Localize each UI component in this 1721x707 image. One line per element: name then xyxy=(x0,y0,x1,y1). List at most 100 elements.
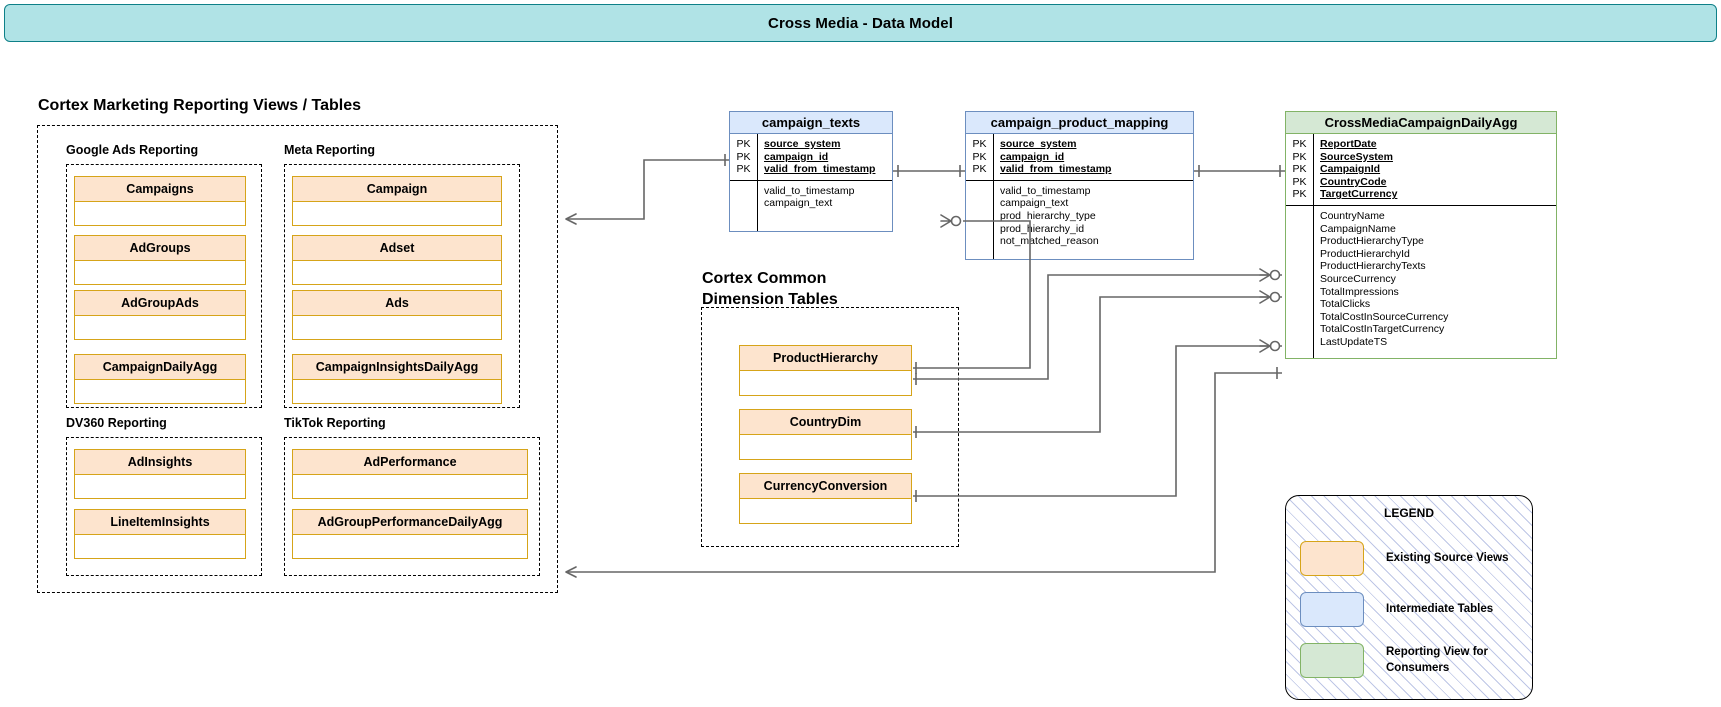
source-table-adinsights[interactable]: AdInsights xyxy=(74,449,246,499)
er-key: PK xyxy=(1292,138,1307,150)
er-field-column: valid_to_timestamp campaign_text prod_hi… xyxy=(994,181,1193,259)
er-field-column: ReportDate SourceSystem CampaignId Count… xyxy=(1314,134,1556,205)
arrowhead-left-sources-bottom xyxy=(565,566,577,578)
source-table-ads[interactable]: Ads xyxy=(292,290,502,340)
crowfoot-xm-2 xyxy=(1259,290,1271,304)
connector-producthierarchy-to-crossmedia xyxy=(913,274,1282,380)
crowfoot-circle-xm-2 xyxy=(1269,291,1281,303)
source-table-adset[interactable]: Adset xyxy=(292,235,502,285)
legend-swatch-green xyxy=(1300,643,1364,678)
source-table-title: CampaignDailyAgg xyxy=(75,355,245,380)
source-table-body xyxy=(75,535,245,560)
dimension-table-countrydim[interactable]: CountryDim xyxy=(739,409,912,460)
source-table-lineiteminsights[interactable]: LineItemInsights xyxy=(74,509,246,559)
source-table-body xyxy=(293,475,527,500)
er-pk-field: source_system xyxy=(764,138,841,150)
er-field: TotalClicks xyxy=(1320,298,1371,311)
crowfoot-circle-mapping xyxy=(950,215,962,227)
reporting-section-heading: Cortex Marketing Reporting Views / Table… xyxy=(38,97,362,114)
source-table-title: LineItemInsights xyxy=(75,510,245,535)
source-table-title: Ads xyxy=(293,291,501,316)
er-table-title: CrossMediaCampaignDailyAgg xyxy=(1286,112,1556,134)
er-pk-field: campaign_id xyxy=(764,150,829,163)
er-key: PK xyxy=(972,163,987,176)
source-table-title: Adset xyxy=(293,236,501,261)
er-field: ProductHierarchyType xyxy=(1320,235,1424,248)
er-pk-field: TargetCurrency xyxy=(1320,188,1398,201)
source-table-body xyxy=(75,316,245,341)
er-attr-section: valid_to_timestamp campaign_text prod_hi… xyxy=(966,180,1193,259)
source-table-campaigninsightsdailyagg[interactable]: CampaignInsightsDailyAgg xyxy=(292,354,502,404)
er-key-column xyxy=(730,180,758,231)
er-pk-field: source_system xyxy=(1000,138,1077,150)
er-attr-section: valid_to_timestamp campaign_text xyxy=(730,180,892,231)
er-key: PK xyxy=(1292,175,1307,188)
source-table-body xyxy=(293,380,501,405)
er-key: PK xyxy=(1292,188,1307,201)
source-table-campaigndailyagg[interactable]: CampaignDailyAgg xyxy=(74,354,246,404)
arrowhead-left-sources xyxy=(565,213,577,225)
source-table-title: AdGroupAds xyxy=(75,291,245,316)
source-table-campaigns[interactable]: Campaigns xyxy=(74,176,246,226)
source-table-body xyxy=(293,202,501,227)
legend-label: Reporting View for Consumers xyxy=(1386,645,1489,674)
er-table-crossmediacampaigndailyagg[interactable]: CrossMediaCampaignDailyAgg PK PK PK PK P… xyxy=(1285,111,1557,359)
er-pk-field: CampaignId xyxy=(1320,163,1381,176)
dimension-table-currencyconversion[interactable]: CurrencyConversion xyxy=(739,473,912,524)
er-table-title: campaign_product_mapping xyxy=(966,112,1193,134)
er-key-column xyxy=(966,180,994,259)
crowfoot-circle-xm-3 xyxy=(1269,340,1281,352)
er-pk-section: PK PK PK source_system campaign_id valid… xyxy=(966,134,1193,181)
source-table-adgroupperformancedailyagg[interactable]: AdGroupPerformanceDailyAgg xyxy=(292,509,528,559)
er-field: CountryName xyxy=(1320,209,1385,222)
source-table-title: AdGroups xyxy=(75,236,245,261)
er-pk-field: valid_from_timestamp xyxy=(1000,163,1112,176)
er-key: PK xyxy=(1292,163,1307,176)
er-field: TotalImpressions xyxy=(1320,285,1399,298)
source-table-body xyxy=(75,475,245,500)
connector-sources-to-campaign-texts xyxy=(566,159,729,220)
er-pk-section: PK PK PK source_system campaign_id valid… xyxy=(730,134,892,181)
er-key: PK xyxy=(736,150,751,163)
source-table-body xyxy=(293,535,527,560)
group-container-meta xyxy=(284,164,520,408)
er-field: TotalCostInSourceCurrency xyxy=(1320,310,1449,323)
source-table-campaign[interactable]: Campaign xyxy=(292,176,502,226)
group-container-tiktok xyxy=(284,437,540,576)
source-table-title: CampaignInsightsDailyAgg xyxy=(293,355,501,380)
er-field: prod_hierarchy_id xyxy=(1000,222,1085,235)
source-table-body xyxy=(75,380,245,405)
crowfoot-mapping xyxy=(940,214,952,228)
source-table-adgroups[interactable]: AdGroups xyxy=(74,235,246,285)
source-table-body xyxy=(293,316,501,341)
er-key-column: PK PK PK xyxy=(966,134,994,180)
er-pk-field: ReportDate xyxy=(1320,138,1377,150)
legend-label: Existing Source Views xyxy=(1386,551,1509,564)
crowfoot-circle-xm-1 xyxy=(1269,269,1281,281)
group-label-meta: Meta Reporting xyxy=(284,143,375,157)
er-field-column: valid_to_timestamp campaign_text xyxy=(758,181,892,231)
connector-currencyconversion-to-crossmedia xyxy=(913,345,1282,497)
er-pk-section: PK PK PK PK PK ReportDate SourceSystem C… xyxy=(1286,134,1556,206)
group-label-dv360: DV360 Reporting xyxy=(66,416,167,430)
er-key: PK xyxy=(1292,150,1307,163)
er-table-campaign-texts[interactable]: campaign_texts PK PK PK source_system ca… xyxy=(729,111,893,232)
source-table-body xyxy=(75,202,245,227)
legend-item-intermediate-tables: Intermediate Tables xyxy=(1300,592,1493,627)
diagram-title-bar: Cross Media - Data Model xyxy=(4,4,1717,42)
er-key-column: PK PK PK PK PK xyxy=(1286,134,1314,205)
source-table-adperformance[interactable]: AdPerformance xyxy=(292,449,528,499)
legend-item-reporting-view: Reporting View for Consumers xyxy=(1300,643,1488,678)
er-table-campaign-product-mapping[interactable]: campaign_product_mapping PK PK PK source… xyxy=(965,111,1194,260)
dimension-table-producthierarchy[interactable]: ProductHierarchy xyxy=(739,345,912,396)
er-field: ProductHierarchyTexts xyxy=(1320,260,1426,273)
er-pk-field: campaign_id xyxy=(1000,150,1065,163)
source-table-adgroupads[interactable]: AdGroupAds xyxy=(74,290,246,340)
er-field: not_matched_reason xyxy=(1000,235,1099,248)
er-field: ProductHierarchyId xyxy=(1320,247,1410,260)
dimension-section-heading: Cortex Common Dimension Tables xyxy=(702,270,838,308)
er-field: CampaignName xyxy=(1320,222,1396,235)
er-field: valid_to_timestamp xyxy=(1000,184,1091,197)
er-field-column: source_system campaign_id valid_from_tim… xyxy=(758,134,892,180)
